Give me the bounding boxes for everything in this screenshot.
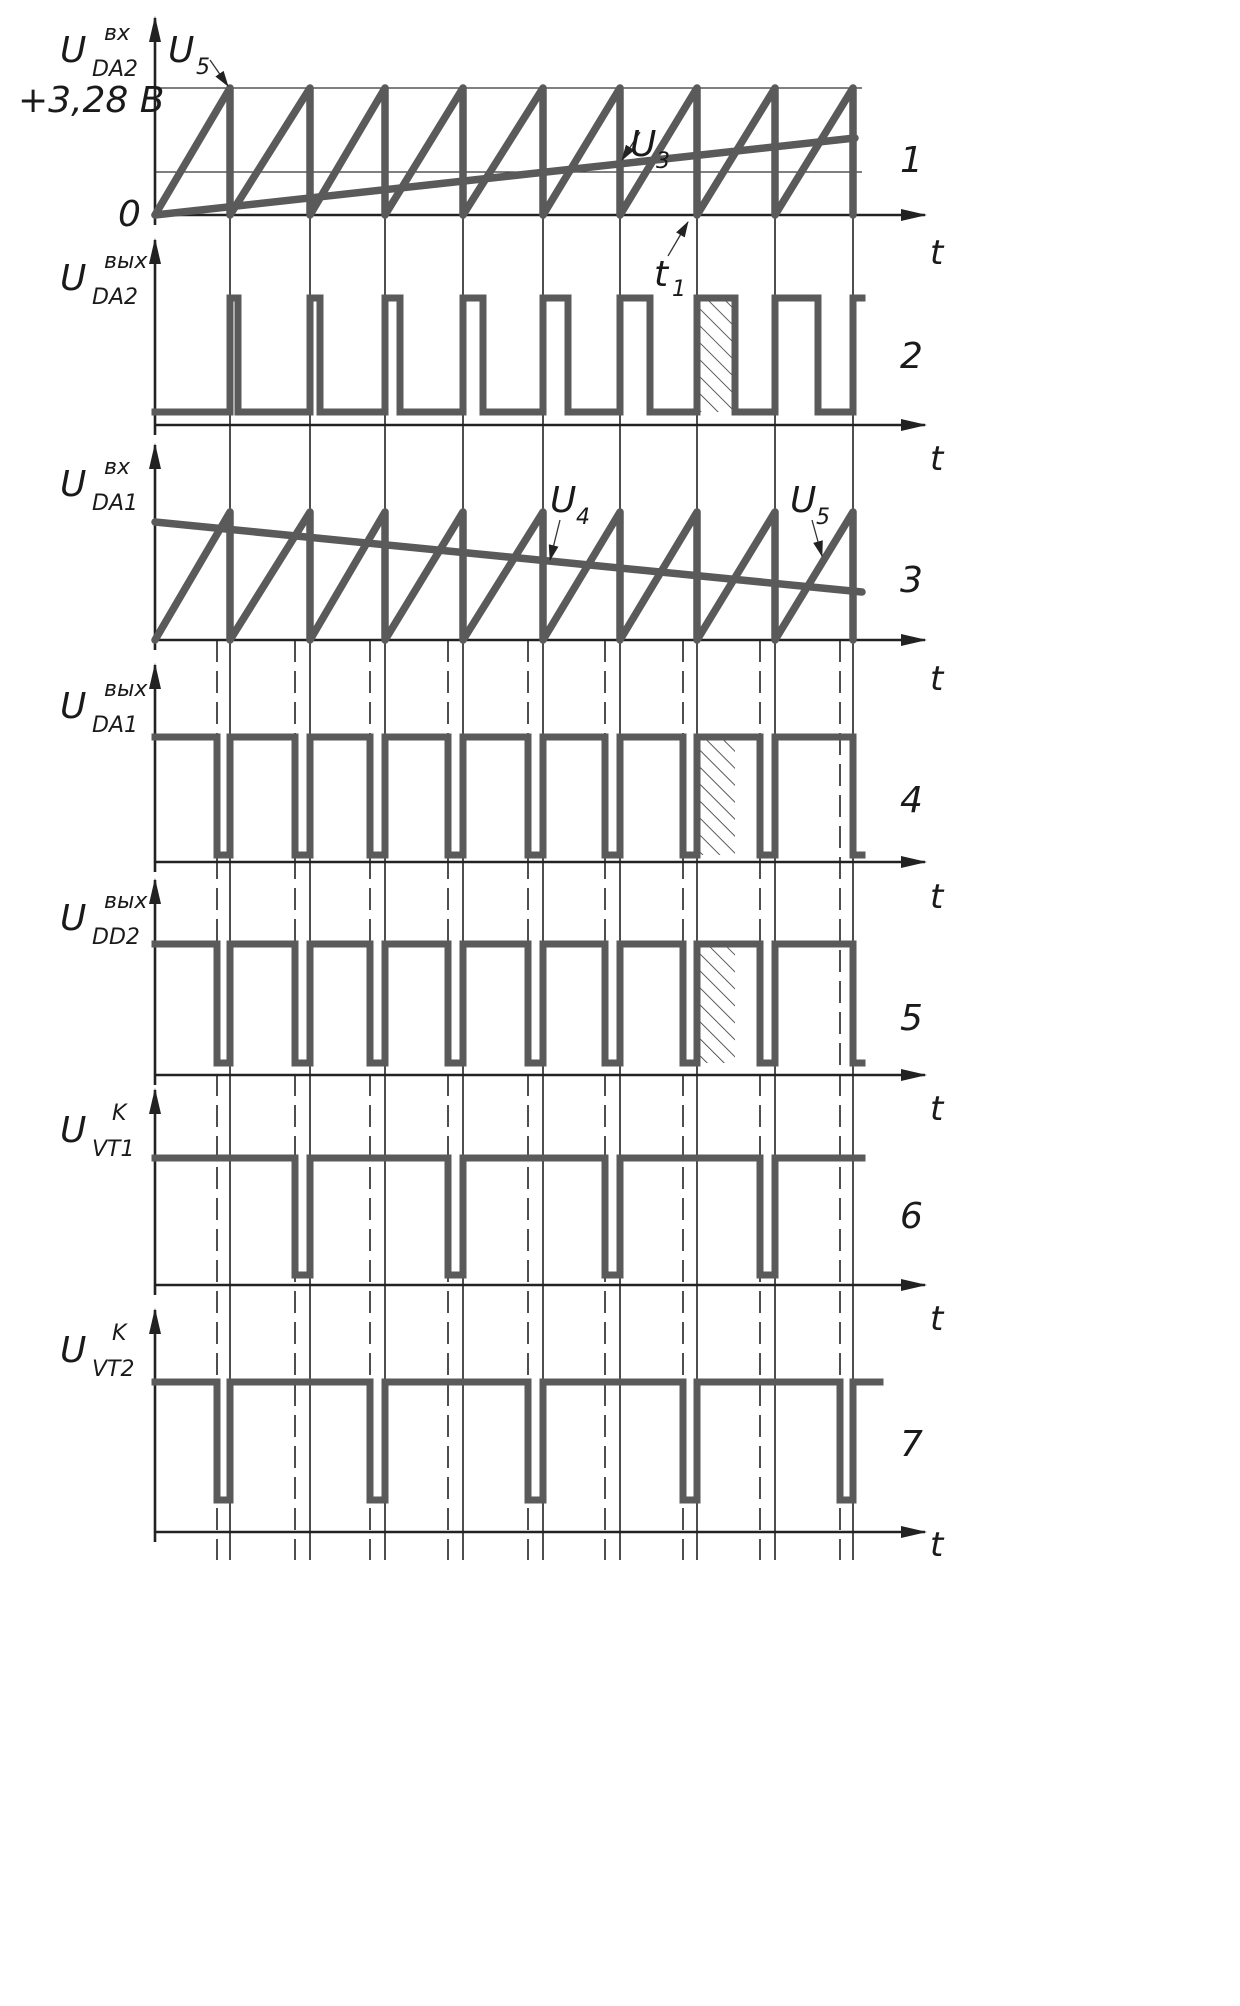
t-label-2: t [930, 439, 945, 479]
u5-label: U [168, 30, 194, 71]
u3-pointer-arrow [621, 131, 641, 161]
panel-number-7: 7 [900, 1424, 923, 1465]
p5-label-sup: вых [104, 889, 148, 914]
p5-label-main: U [60, 898, 86, 939]
panel-1-labels: U вх DA2 +3,28 B 0 U 5 U 3 t 1 [18, 21, 686, 302]
panel-number-3: 3 [900, 560, 923, 601]
panel-4-labels: U вых DA1 [60, 677, 148, 738]
signals [151, 59, 884, 1504]
u3-sub: 3 [656, 149, 670, 174]
pulse-signal-panel-5 [151, 940, 866, 1067]
panel-3-labels: U вх DA1 U 4 U 5 [60, 455, 830, 530]
p2-label-sup: вых [104, 249, 148, 274]
p5-label-sub: DD2 [92, 925, 140, 950]
zero-label: 0 [118, 194, 141, 235]
u4-label: U [550, 480, 576, 521]
p4-label-sup: вых [104, 677, 148, 702]
sawtooth-signal-panel-1 [151, 84, 857, 219]
t-label-3: t [930, 659, 945, 699]
u5b-label: U [790, 480, 816, 521]
p7-label-main: U [60, 1330, 86, 1371]
panel-number-1: 1 [900, 140, 923, 181]
u5b-sub: 5 [816, 505, 830, 530]
p3-label-sup: вх [104, 455, 131, 480]
p3-label-main: U [60, 464, 86, 505]
t-label-6: t [930, 1299, 945, 1339]
p7-label-sup: K [112, 1321, 128, 1346]
u5b-pointer-arrow [811, 519, 823, 557]
hatched-regions [699, 297, 735, 1063]
guide-lines [216, 215, 854, 1560]
u3-control-line [151, 134, 859, 219]
panel-number-6: 6 [900, 1196, 923, 1237]
p4-label-main: U [60, 686, 86, 727]
pulse-signal-panel-7 [151, 1378, 884, 1504]
pulse-signal-panel-2 [151, 294, 866, 416]
p1-label-sup: вх [104, 21, 131, 46]
panel-6-labels: U K VT1 [60, 1101, 135, 1162]
u3-label: U [630, 124, 656, 165]
u4-sub: 4 [576, 505, 590, 530]
t1-sub: 1 [672, 277, 686, 302]
panel-2-labels: U вых DA2 [60, 249, 148, 310]
u5-pointer-arrow [209, 59, 229, 87]
pulse-signal-panel-4 [151, 733, 866, 859]
t-label-5: t [930, 1089, 945, 1129]
time-axis-labels: t t t t t t t [930, 233, 945, 1565]
panel-number-5: 5 [900, 998, 923, 1039]
panel-number-2: 2 [900, 336, 923, 377]
hatched-region-1 [699, 297, 735, 412]
sawtooth-signal-panel-3 [151, 508, 857, 644]
u4-pointer-arrow [548, 519, 561, 561]
p3-label-sub: DA1 [92, 491, 138, 516]
p4-label-sub: DA1 [92, 713, 138, 738]
level-label: +3,28 B [18, 80, 164, 121]
panel-5-labels: U вых DD2 [60, 889, 148, 950]
p6-label-main: U [60, 1110, 86, 1151]
u5-sub: 5 [196, 55, 210, 80]
t1-pointer-arrow [667, 221, 689, 257]
u4-control-line [151, 518, 866, 596]
t-label-4: t [930, 877, 945, 917]
p1-label-main: U [60, 30, 86, 71]
hatched-region-2 [699, 737, 735, 855]
hatched-region-3 [699, 944, 735, 1063]
t-label-7: t [930, 1525, 945, 1565]
panel-number-4: 4 [900, 780, 923, 821]
p6-label-sup: K [112, 1101, 128, 1126]
p6-label-sub: VT1 [92, 1137, 135, 1162]
panel-numbers: 1 2 3 4 5 6 7 [900, 140, 923, 1465]
panel-7-labels: U K VT2 [60, 1321, 135, 1382]
t1-label: t [654, 254, 670, 295]
t-label-1: t [930, 233, 945, 273]
p7-label-sub: VT2 [92, 1357, 135, 1382]
p1-label-sub: DA2 [92, 57, 138, 82]
p2-label-sub: DA2 [92, 285, 138, 310]
pulse-signal-panel-6 [151, 1154, 866, 1279]
p2-label-main: U [60, 258, 86, 299]
